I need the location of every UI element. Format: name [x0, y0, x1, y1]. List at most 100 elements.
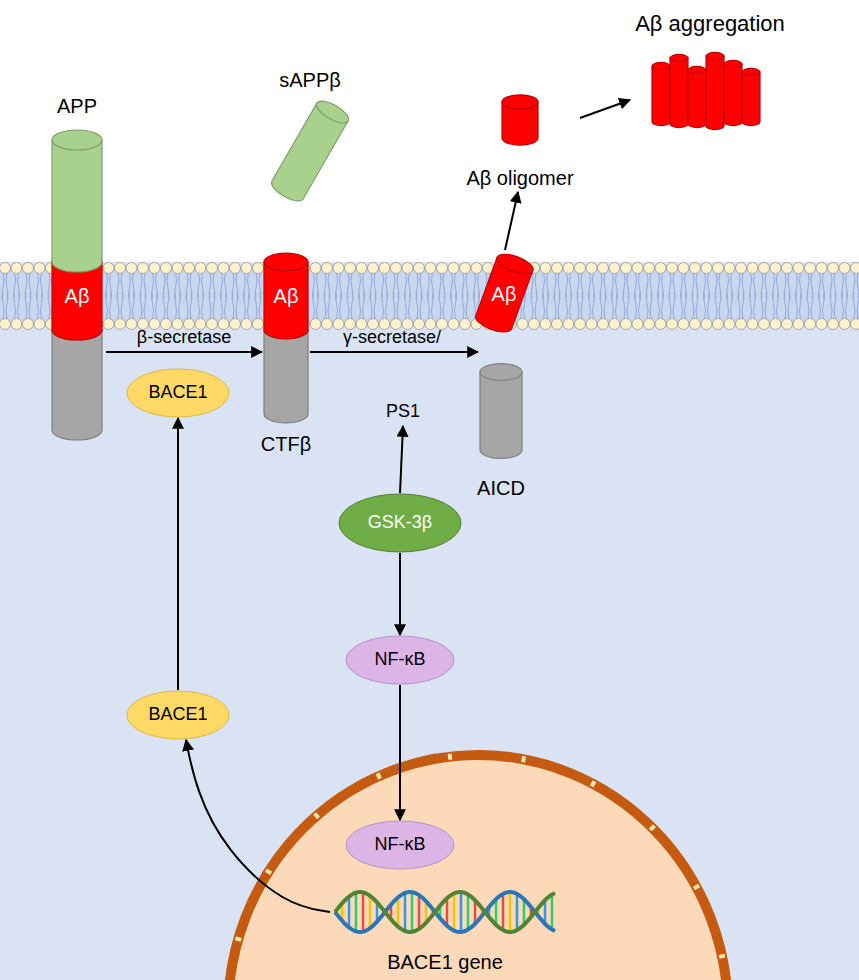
lipid-head: [529, 319, 540, 330]
lipid-head: [126, 263, 137, 274]
lipid-head: [747, 319, 758, 330]
lipid-head: [575, 263, 586, 274]
lipid-tail: [830, 293, 836, 319]
lipid-tail: [692, 293, 698, 319]
lipid-head: [310, 319, 321, 330]
lipid-head: [540, 319, 551, 330]
nucleus: [228, 755, 728, 980]
node-text: BACE1: [148, 705, 207, 725]
lipid-head: [471, 263, 482, 274]
subunit-text: PS1: [380, 398, 426, 426]
node-shape: [48, 92, 106, 442]
lipid-head: [218, 263, 229, 274]
ellipse-shape: [127, 691, 229, 739]
node-shape: [262, 252, 310, 458]
lipid-head: [460, 263, 471, 274]
lipid-head: [793, 263, 804, 274]
lipid-head: [460, 319, 471, 330]
lipid-head: [690, 263, 701, 274]
arrow-connector: [505, 192, 518, 250]
nuclear-pores: [228, 755, 728, 980]
node-text: sAPPβ: [279, 69, 341, 91]
ellipse-shape: [127, 369, 229, 417]
lipid-tail: [117, 293, 123, 319]
base-pair: [411, 892, 414, 932]
gene-helix: BACE1 gene: [330, 882, 560, 976]
base-pair: [467, 894, 470, 929]
lipid-head: [322, 319, 333, 330]
lipid-tail: [807, 293, 813, 319]
shape-group: [264, 253, 308, 423]
lipid-tail: [106, 293, 112, 319]
arrow-connector: [399, 553, 401, 635]
dna-strand: [335, 892, 555, 932]
lipid-head: [851, 319, 859, 330]
edge-label: γ-secretase/: [343, 328, 441, 348]
lipid-head: [115, 263, 126, 274]
node-text: Aβ oligomer: [466, 167, 573, 189]
lipid-tail: [773, 293, 779, 319]
arrow-connector: [399, 685, 401, 820]
lipid-head: [0, 319, 11, 330]
lipid-tail: [405, 293, 411, 319]
lipid-head: [0, 263, 11, 274]
factor-ellipse: NF-κB: [345, 635, 455, 685]
lipid-bilayer: [0, 263, 859, 330]
lipid-head: [414, 263, 425, 274]
base-pair: [404, 893, 407, 931]
cylinder-body: [706, 56, 724, 130]
lipid-tail: [600, 293, 606, 319]
lipid-head: [724, 319, 735, 330]
lipid-head: [241, 263, 252, 274]
lipid-tail: [232, 293, 238, 319]
cylinder-body: [52, 330, 102, 440]
lipid-tail: [658, 293, 664, 319]
lipid-head: [448, 263, 459, 274]
cylinder-body: [264, 330, 308, 423]
dna-strand: [335, 892, 555, 932]
shape-group: [502, 95, 538, 145]
shape-group: [268, 97, 351, 205]
lipid-tail: [336, 293, 342, 319]
lipid-head: [713, 263, 724, 274]
lipid-tail: [14, 293, 20, 319]
node-text: Aβ: [65, 285, 90, 307]
lipid-head: [517, 319, 528, 330]
lipid-head: [103, 319, 114, 330]
arrow-connector: [177, 418, 179, 690]
lipid-head: [839, 319, 850, 330]
lipid-tail: [738, 293, 744, 319]
lipid-tail: [370, 293, 376, 319]
lipid-head: [172, 263, 183, 274]
lipid-tail: [324, 293, 330, 319]
cylinder-top: [652, 62, 670, 69]
extracellular-ground: [0, 0, 859, 262]
base-pair: [460, 892, 463, 932]
lipid-head: [230, 263, 241, 274]
node-text: AICD: [477, 477, 525, 499]
lipid-tail: [681, 293, 687, 319]
shape-group: [652, 52, 760, 129]
lipid-head: [322, 263, 333, 274]
lipid-head: [678, 263, 689, 274]
lipid-head: [161, 263, 172, 274]
lipid-head: [632, 263, 643, 274]
lipid-head: [23, 319, 34, 330]
lipid-head: [195, 263, 206, 274]
base-pair: [355, 893, 358, 932]
lipid-head: [563, 319, 574, 330]
lipid-head: [667, 263, 678, 274]
base-pair: [397, 897, 400, 926]
lipid-tail: [669, 293, 675, 319]
cylinder-top: [724, 60, 742, 67]
lipid-tail: [221, 293, 227, 319]
lipid-head: [701, 263, 712, 274]
lipid-head: [333, 263, 344, 274]
shape-group: [480, 364, 522, 459]
lipid-tail: [612, 293, 618, 319]
lipid-head: [851, 263, 859, 274]
lipid-head: [540, 263, 551, 274]
lipid-head: [759, 319, 770, 330]
lipid-head: [253, 263, 264, 274]
